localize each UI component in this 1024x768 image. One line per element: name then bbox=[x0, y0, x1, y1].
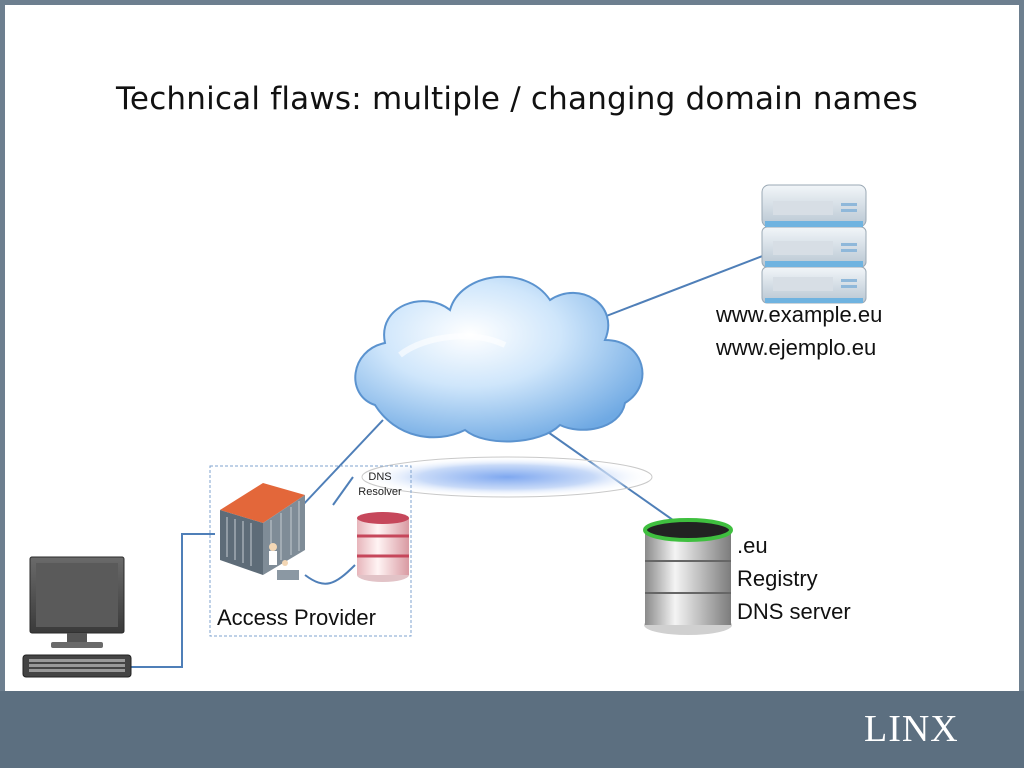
dns-resolver-line-1: DNS bbox=[368, 471, 392, 483]
resolver-database-icon bbox=[357, 512, 409, 582]
cloud-shadow bbox=[361, 456, 653, 498]
server-rack-icon bbox=[761, 184, 867, 304]
slide: Technical flaws: multiple / changing dom… bbox=[5, 5, 1019, 691]
linx-logo: LINX bbox=[864, 707, 974, 753]
slide-footer bbox=[0, 691, 1024, 768]
desktop-computer-icon bbox=[22, 556, 132, 678]
datacenter-icon bbox=[220, 483, 305, 580]
registry-label-registry: Registry bbox=[737, 566, 818, 591]
dns-resolver-label: DNS Resolver bbox=[350, 470, 410, 500]
network-diagram bbox=[22, 184, 867, 678]
link-computer-provider bbox=[131, 533, 215, 668]
registry-label-eu: .eu bbox=[737, 533, 768, 558]
slide-title: Technical flaws: multiple / changing dom… bbox=[116, 81, 918, 117]
link-cloud-webserver bbox=[595, 254, 766, 321]
registry-label-dns-server: DNS server bbox=[737, 599, 851, 624]
webserver-domain-ejemplo: www.ejemplo.eu bbox=[716, 335, 877, 360]
logo-text: LINX bbox=[864, 708, 959, 750]
connection-lines bbox=[131, 254, 766, 668]
webserver-domain-example: www.example.eu bbox=[716, 302, 883, 327]
provider-boundary bbox=[209, 465, 412, 637]
access-provider-label: Access Provider bbox=[217, 605, 376, 630]
cloud-icon bbox=[354, 275, 644, 443]
link-cloud-provider bbox=[299, 419, 384, 509]
database-icon bbox=[643, 518, 733, 635]
link-datacenter-resolver bbox=[304, 564, 356, 585]
dns-resolver-line-2: Resolver bbox=[358, 486, 402, 498]
link-cloud-resolver bbox=[332, 476, 354, 506]
